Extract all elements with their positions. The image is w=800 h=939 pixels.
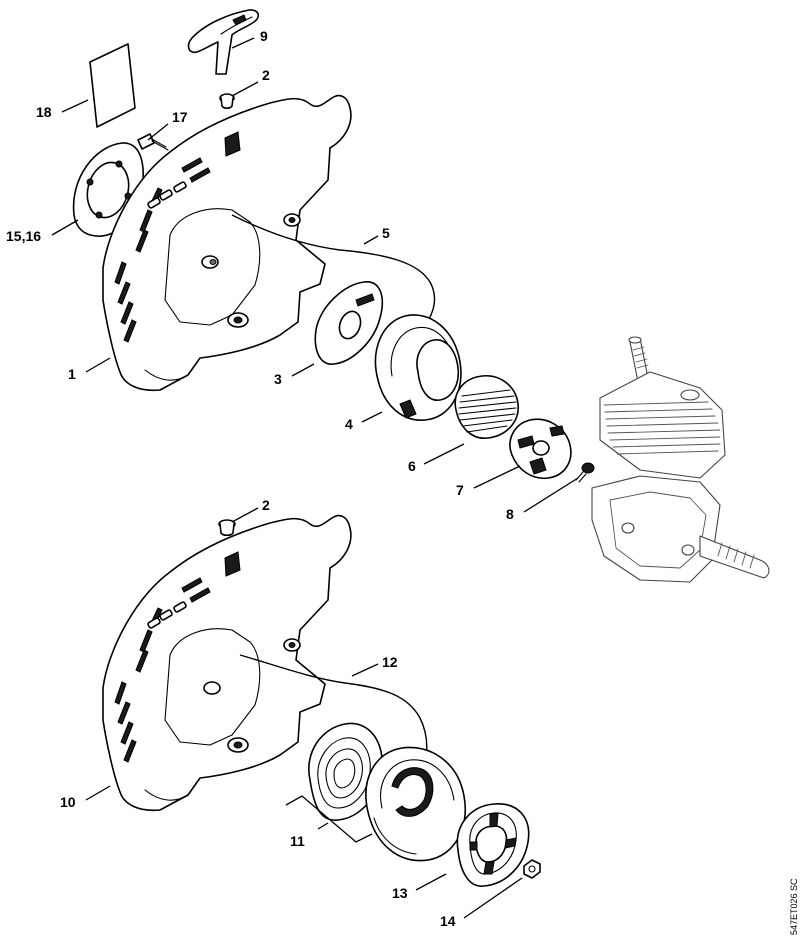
callout-15-16: 15,16 [6, 228, 41, 244]
leader-4 [361, 411, 383, 423]
part-6-rewind-spring [454, 375, 519, 439]
callout-4: 4 [345, 416, 353, 432]
part-14-nut [523, 859, 541, 879]
leader-6 [423, 443, 465, 465]
leader-14 [463, 877, 523, 919]
part-11-rewind-spring [308, 722, 383, 821]
leader-13 [415, 873, 447, 891]
part-7-pawl-carrier [509, 418, 572, 480]
callout-14: 14 [440, 913, 456, 929]
callout-3: 3 [274, 371, 282, 387]
part-10-fan-housing [102, 514, 352, 812]
part-8-screw [575, 462, 595, 483]
leader-3 [291, 363, 315, 377]
leader-18 [61, 99, 89, 113]
callout-17: 17 [172, 109, 188, 125]
callout-1: 1 [68, 366, 76, 382]
callout-2-lower: 2 [262, 497, 270, 513]
callout-10: 10 [60, 794, 76, 810]
leader-5 [363, 235, 379, 245]
part-2-rope-guide-bush [219, 93, 235, 110]
part-4-rope-rotor [374, 314, 462, 421]
callout-6: 6 [408, 458, 416, 474]
leader-15-16 [51, 219, 79, 236]
leader-9 [231, 37, 255, 49]
part-18-label-sticker [89, 43, 136, 128]
leader-2-upper [231, 81, 259, 97]
part-5-starter-rope [231, 214, 436, 333]
callout-7: 7 [456, 482, 464, 498]
part-9-starter-grip [187, 9, 260, 75]
drawing-reference-code: 547ET026 SC [789, 878, 799, 935]
leader-2-lower [231, 507, 259, 523]
callout-9: 9 [260, 28, 268, 44]
part-3-spring-housing-cover [314, 281, 384, 365]
engine-context-drawing [591, 336, 770, 583]
part-2-rope-guide-bush-lower [218, 519, 236, 537]
callout-11-bracket [285, 795, 373, 843]
part-13-cover-disc [456, 803, 530, 887]
callout-12: 12 [382, 654, 398, 670]
callout-8: 8 [506, 506, 514, 522]
callout-2-upper: 2 [262, 67, 270, 83]
leader-lines [51, 37, 579, 919]
part-12-starter-rope [239, 654, 428, 776]
leader-8 [523, 477, 579, 513]
leader-1 [85, 357, 111, 373]
part-1-fan-housing [102, 94, 352, 392]
leader-7 [473, 465, 521, 489]
callout-18: 18 [36, 104, 52, 120]
part-11-rope-rotor [365, 746, 466, 862]
leader-17 [147, 123, 169, 141]
leader-12 [351, 663, 379, 677]
callout-11: 11 [290, 833, 305, 849]
leader-10 [85, 785, 111, 801]
callout-labels: 18 17 15,16 9 2 1 5 3 4 6 7 8 2 10 12 11… [6, 28, 514, 929]
callout-13: 13 [392, 885, 408, 901]
callout-5: 5 [382, 225, 390, 241]
